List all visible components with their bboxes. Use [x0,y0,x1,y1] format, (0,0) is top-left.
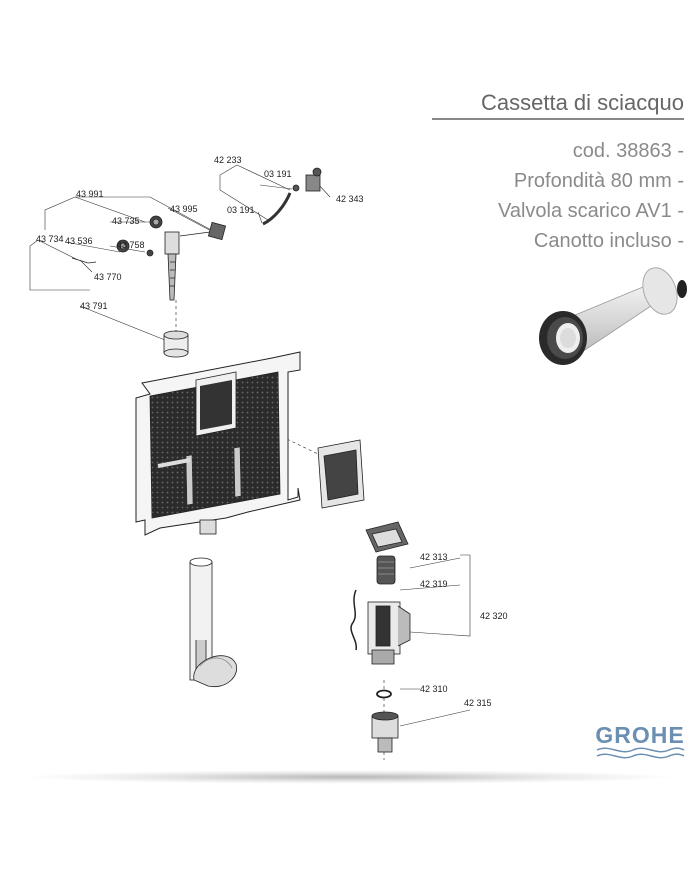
pipe-photo [539,267,687,365]
part-label: 42 320 [480,611,508,621]
leader-lines-top [29,164,331,341]
fill-valve [71,167,322,301]
product-title: Cassetta di sciacquo [481,90,684,115]
part-labels: 42 233 03 191 03 191 42 343 43 991 43 99… [36,155,508,708]
floor-shadow [20,770,680,784]
part-label: 42 310 [420,684,448,694]
adapter-ring [163,330,189,358]
part-label: 43 995 [170,204,198,214]
part-label: 42 319 [420,579,448,589]
flush-valve [350,521,411,753]
grohe-logo: GROHE [595,722,685,748]
part-label: 43 758 [117,240,145,250]
part-label: 42 313 [420,552,448,562]
part-label: 43 991 [76,189,104,199]
spec-pipe: Canotto incluso - [533,230,684,252]
cistern-frame [135,351,301,536]
service-panel [317,439,365,509]
part-label: 42 233 [214,155,242,165]
part-label: 43 770 [94,272,122,282]
part-label: 42 343 [336,194,364,204]
part-label: 03 191 [227,205,255,215]
grohe-logo-waves [596,747,685,759]
part-label: 43 791 [80,301,108,311]
flush-pipe [189,557,238,688]
leader-lines-bottom [399,554,471,727]
spec-code: cod. 38863 - [572,140,684,162]
spec-valve: Valvola scarico AV1 - [497,200,684,222]
part-label: 43 734 [36,234,64,244]
part-label: 43 735 [112,216,140,226]
part-label: 03 191 [264,169,292,179]
title-underline [432,118,684,120]
part-label: 42 315 [464,698,492,708]
part-label: 43 536 [65,236,93,246]
spec-depth: Profondità 80 mm - [513,170,684,192]
